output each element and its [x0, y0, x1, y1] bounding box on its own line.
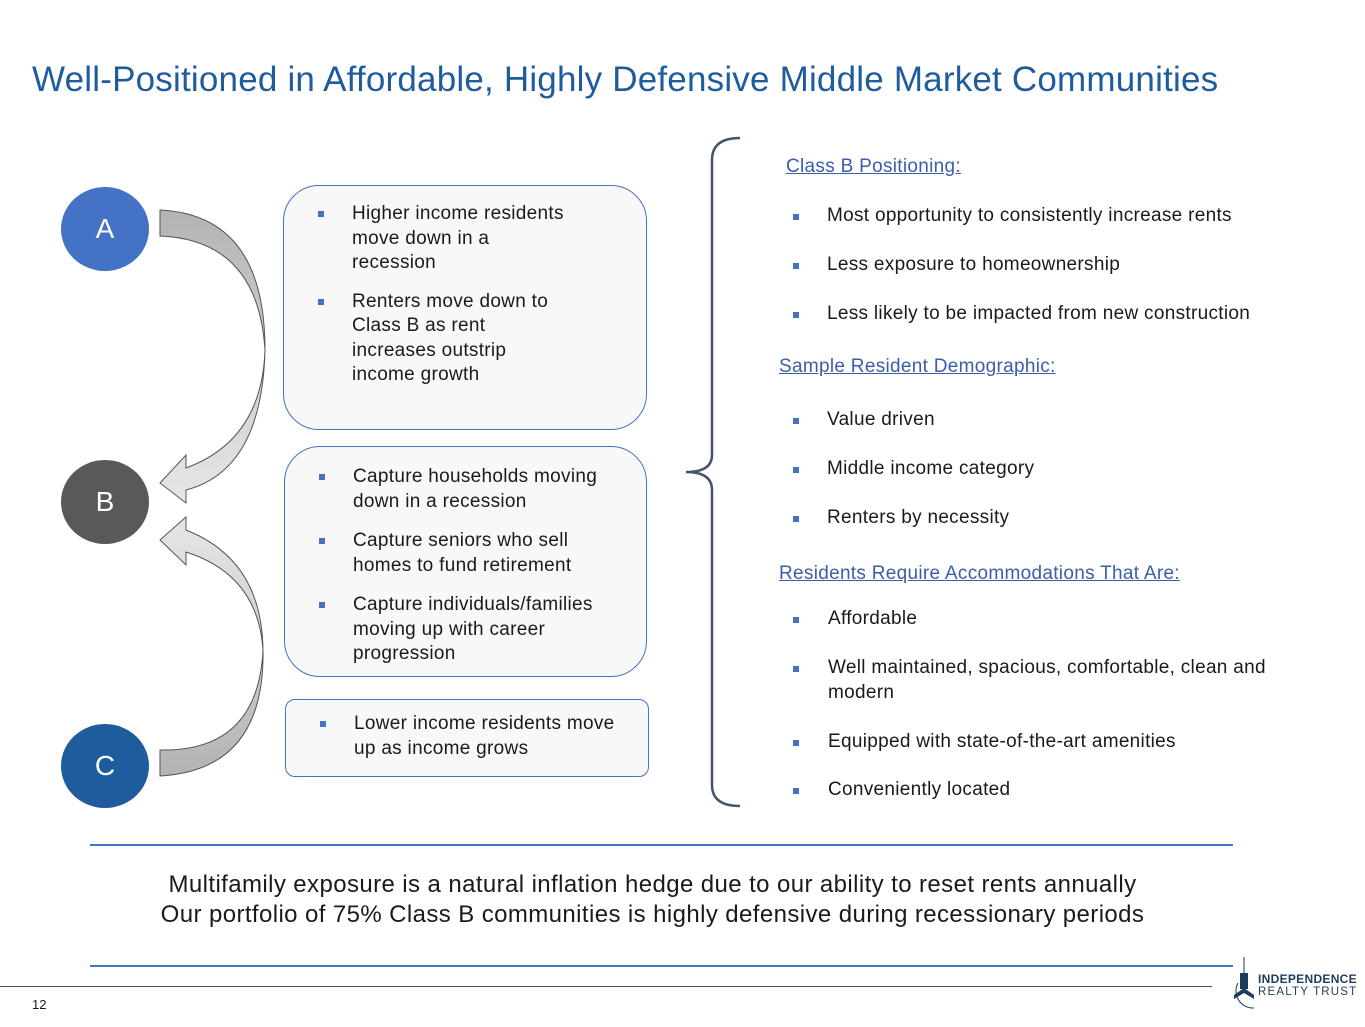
box-bullet: Capture individuals/families moving up w… [285, 593, 643, 667]
page-title: Well-Positioned in Affordable, Highly De… [32, 60, 1219, 99]
arrow-up-c-to-b-icon [159, 515, 264, 777]
box-bullet: Lower income residents move up as income… [286, 712, 624, 761]
section-heading: Residents Require Accommodations That Ar… [779, 563, 1180, 584]
footer-line: Our portfolio of 75% Class B communities… [160, 901, 1145, 928]
section-heading: Sample Resident Demographic: [779, 356, 1056, 377]
list-item: Value driven [779, 408, 935, 433]
page-number: 12 [32, 997, 47, 1012]
list-item: Well maintained, spacious, comfortable, … [779, 656, 1288, 705]
logo-line-2: REALTY TRUST [1258, 986, 1358, 998]
list-item: Less exposure to homeownership [779, 253, 1120, 278]
arrow-down-a-to-b-icon [159, 209, 266, 505]
list-item: Affordable [779, 607, 917, 632]
section-heading: Class B Positioning: [786, 156, 961, 177]
list-item: Conveniently located [779, 778, 1010, 803]
curly-bracket [685, 136, 741, 808]
lower-income-box: Lower income residents move up as income… [285, 699, 649, 777]
list-item: Most opportunity to consistently increas… [779, 204, 1232, 229]
circle-c: C [61, 724, 149, 808]
logo-tower-icon [1234, 957, 1255, 1009]
box-bullet: Capture seniors who sell homes to fund r… [285, 529, 613, 578]
box-bullet: Renters move down to Class B as rent inc… [284, 290, 552, 388]
company-logo: INDEPENDENCE REALTY TRUST [1224, 955, 1364, 1010]
box-bullet: Higher income residents move down in a r… [284, 202, 567, 276]
upper-income-box: Higher income residents move down in a r… [283, 185, 647, 430]
divider [90, 965, 1233, 967]
bottom-rule [0, 986, 1212, 987]
right-panel: Class B Positioning: Most opportunity to… [779, 0, 1359, 820]
class-b-box: Capture households moving down in a rece… [284, 446, 647, 677]
box-bullet: Capture households moving down in a rece… [285, 465, 643, 514]
circle-b: B [61, 460, 149, 544]
logo-line-1: INDEPENDENCE [1258, 972, 1357, 986]
list-item: Less likely to be impacted from new cons… [779, 302, 1250, 327]
circle-a: A [61, 187, 149, 271]
footer-line: Multifamily exposure is a natural inflat… [168, 871, 1137, 898]
divider [90, 844, 1233, 846]
list-item: Renters by necessity [779, 506, 1009, 531]
list-item: Equipped with state-of-the-art amenities [779, 730, 1176, 755]
list-item: Middle income category [779, 457, 1034, 482]
